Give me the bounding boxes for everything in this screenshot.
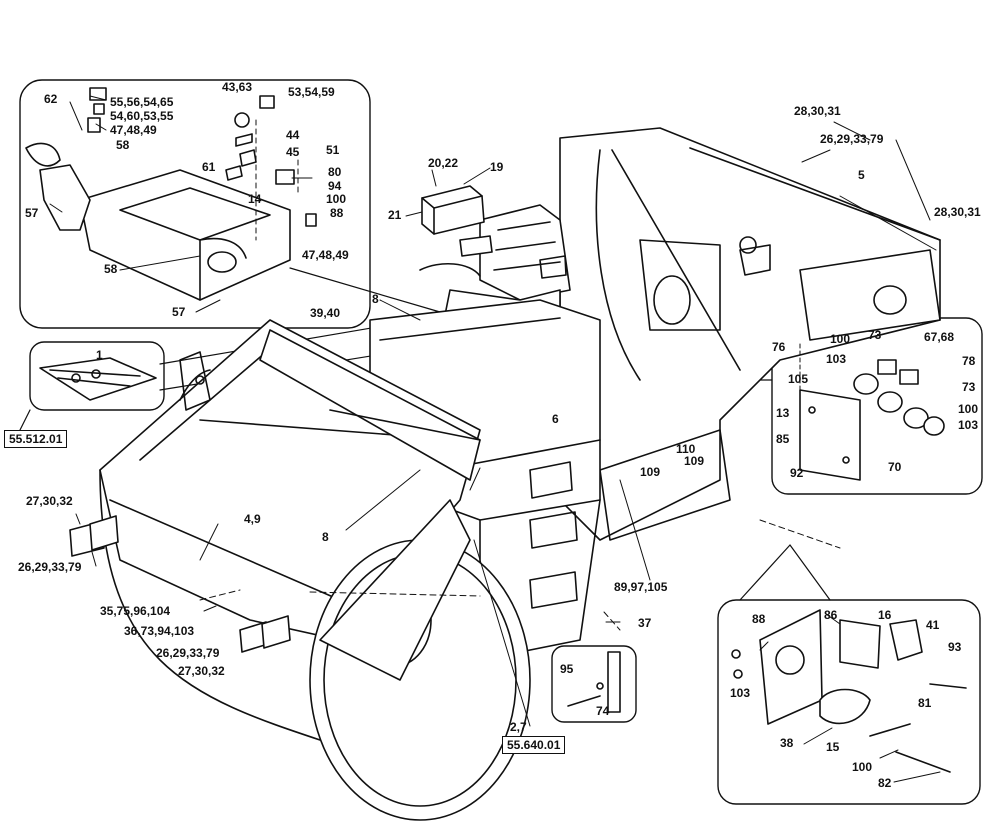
label-95: 95 [560, 662, 574, 676]
label-74: 74 [596, 704, 610, 718]
label-85: 85 [776, 432, 790, 446]
label-5: 5 [858, 168, 865, 182]
inset-socket-bracket [717, 599, 981, 805]
label-58-top: 58 [116, 138, 130, 152]
label-43-63: 43,63 [222, 80, 253, 94]
front-lights [69, 515, 291, 653]
label-103-relay-top: 103 [826, 352, 847, 366]
label-100-inset: 100 [326, 192, 347, 206]
label-88-inset: 88 [330, 206, 344, 220]
label-47-48-49-bottom: 47,48,49 [302, 248, 349, 262]
reference-box-55-512-01: 55.512.01 [4, 430, 68, 448]
label-103-relay-right: 103 [958, 418, 979, 432]
label-8-middle: 8 [322, 530, 329, 544]
label-92: 92 [790, 466, 804, 480]
socket-bracket-parts [731, 609, 967, 773]
label-8-top: 8 [372, 292, 379, 306]
label-45: 45 [286, 145, 300, 159]
label-leader-lines [49, 95, 941, 783]
bolt-detail-parts [567, 651, 621, 713]
label-61: 61 [202, 160, 216, 174]
label-76: 76 [772, 340, 786, 354]
label-89-97-105: 89,97,105 [614, 580, 668, 594]
label-80: 80 [328, 165, 342, 179]
label-55-56-54-65: 55,56,54,65 [110, 95, 174, 109]
label-73-relay-top: 73 [868, 328, 882, 342]
battery [421, 185, 485, 235]
label-57-bottom: 57 [172, 305, 186, 319]
label-13: 13 [776, 406, 790, 420]
label-27-30-32-left: 27,30,32 [26, 494, 73, 508]
label-103-socket: 103 [730, 686, 751, 700]
label-78: 78 [962, 354, 976, 368]
label-39-40: 39,40 [310, 306, 341, 320]
label-54-60-53-55: 54,60,53,55 [110, 109, 174, 123]
label-28-30-31-right: 28,30,31 [934, 205, 981, 219]
label-2-7: 2,7 [510, 720, 527, 734]
label-4-9: 4,9 [244, 512, 261, 526]
label-100-relay: 100 [830, 332, 851, 346]
inset-armrest-console [19, 79, 371, 329]
label-100-socket: 100 [852, 760, 873, 774]
label-110: 110 [676, 442, 696, 456]
label-28-30-31-top: 28,30,31 [794, 104, 841, 118]
label-47-48-49-top: 47,48,49 [110, 123, 157, 137]
label-38: 38 [780, 736, 794, 750]
label-73-relay-bottom: 73 [962, 380, 976, 394]
label-1: 1 [96, 348, 103, 362]
rear-drum [559, 127, 941, 541]
label-105: 105 [788, 372, 809, 386]
inset-bolt-detail [551, 645, 637, 723]
label-100-relay-right: 100 [958, 402, 979, 416]
label-44: 44 [286, 128, 300, 142]
label-109-a: 109 [684, 454, 705, 468]
label-35-75-96-104: 35,75,96,104 [100, 604, 171, 618]
display-panel-part [19, 357, 157, 431]
label-36-73-94-103: 36,73,94,103 [124, 624, 195, 638]
label-57-top: 57 [25, 206, 39, 220]
inset-display-panel [29, 341, 165, 411]
label-20-22: 20,22 [428, 156, 459, 170]
label-67-68: 67,68 [924, 330, 955, 344]
label-27-30-32-bottom: 27,30,32 [178, 664, 225, 678]
label-94: 94 [328, 179, 342, 193]
relay-bracket-parts [799, 343, 945, 481]
label-53-54-59: 53,54,59 [288, 85, 335, 99]
label-88-socket: 88 [752, 612, 766, 626]
label-16: 16 [878, 608, 892, 622]
label-26-29-33-79-left: 26,29,33,79 [18, 560, 82, 574]
label-15: 15 [826, 740, 840, 754]
label-19: 19 [490, 160, 504, 174]
label-14: 14 [248, 192, 262, 206]
label-70: 70 [888, 460, 902, 474]
label-93: 93 [948, 640, 962, 654]
label-62: 62 [44, 92, 58, 106]
label-86: 86 [824, 608, 838, 622]
reference-box-55-640-01: 55.640.01 [502, 736, 566, 754]
label-6: 6 [552, 412, 559, 426]
label-82: 82 [878, 776, 892, 790]
label-41: 41 [926, 618, 940, 632]
label-81: 81 [918, 696, 932, 710]
label-51: 51 [326, 143, 340, 157]
front-drum [99, 319, 531, 821]
label-21: 21 [388, 208, 402, 222]
label-58-bottom: 58 [104, 262, 118, 276]
label-26-29-33-79-bottom: 26,29,33,79 [156, 646, 220, 660]
label-26-29-33-79-top: 26,29,33,79 [820, 132, 884, 146]
label-37: 37 [638, 616, 652, 630]
exploded-dashed-lines [199, 519, 841, 631]
label-109-b: 109 [640, 465, 661, 479]
